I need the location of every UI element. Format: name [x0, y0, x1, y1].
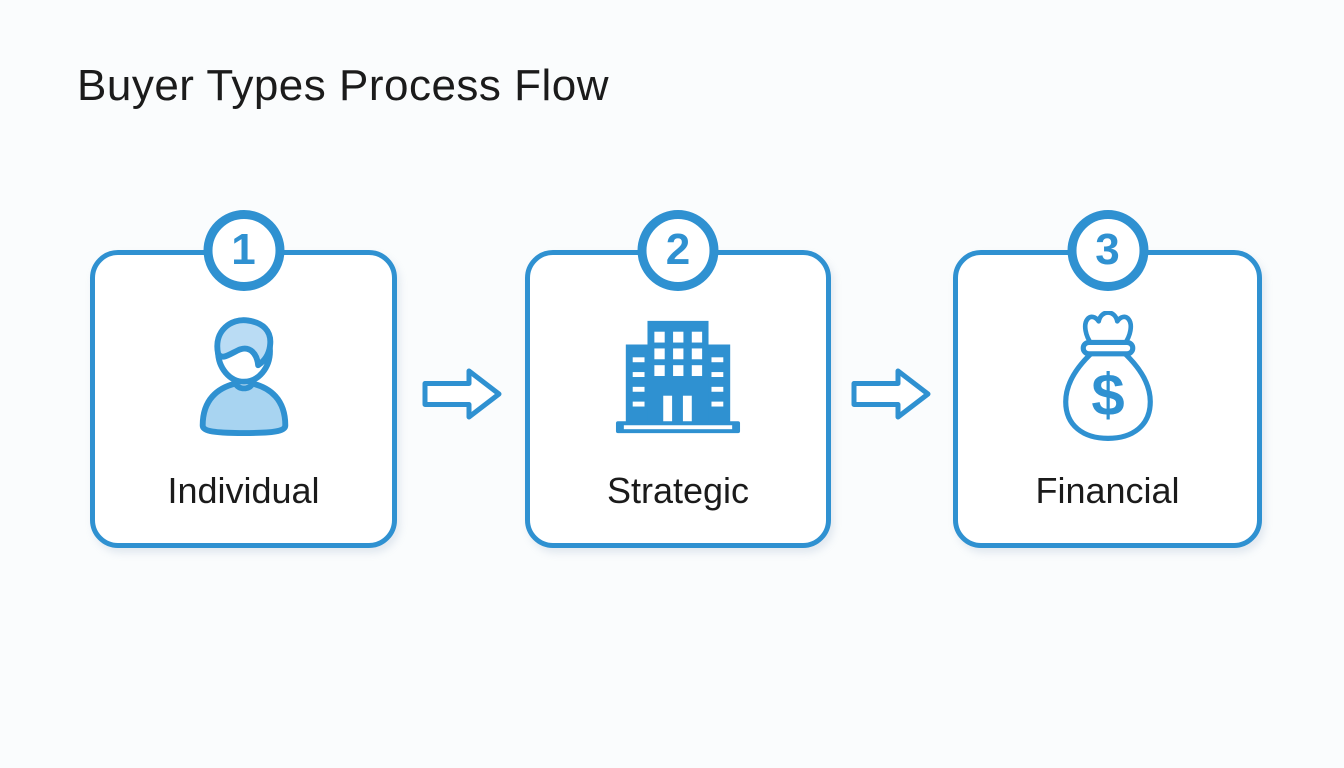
step-card-financial: 3 $ Financial — [953, 210, 1262, 548]
arrow-right-icon — [422, 366, 502, 422]
step-number: 2 — [665, 224, 691, 274]
building-icon — [615, 320, 741, 434]
page-title: Buyer Types Process Flow — [77, 61, 610, 110]
person-icon — [199, 317, 288, 436]
step-badge-3: 3 — [1067, 210, 1148, 291]
step-number: 3 — [1095, 224, 1120, 274]
step-badge-2: 2 — [637, 210, 719, 291]
money-bag-icon: $ — [1062, 311, 1153, 441]
step-card-strategic: 2 — [525, 210, 831, 548]
arrow-right-icon — [851, 366, 931, 422]
step-card-individual: 1 Individual — [90, 210, 397, 548]
step-label: Strategic — [606, 470, 750, 511]
step-label: Individual — [167, 470, 320, 511]
step-badge-1: 1 — [203, 210, 284, 291]
step-label: Financial — [1035, 470, 1180, 511]
svg-text:$: $ — [1091, 361, 1124, 428]
step-number: 1 — [231, 224, 256, 274]
